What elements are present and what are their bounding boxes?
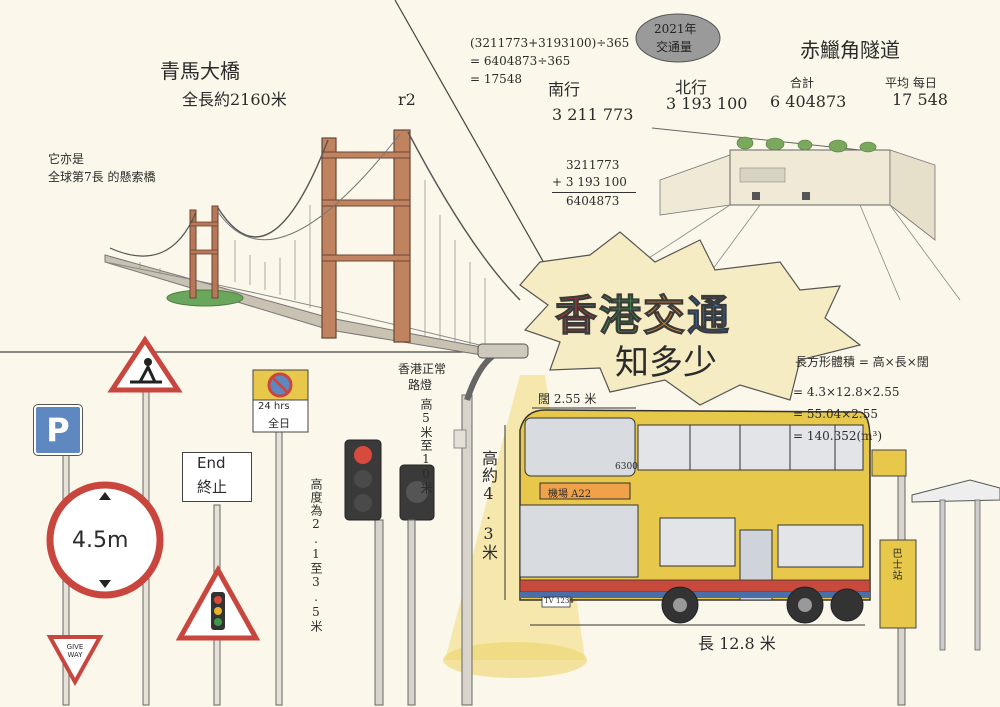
value-total: 6 404873 xyxy=(770,92,847,111)
year-badge-label: 交通量 xyxy=(656,40,693,54)
tunnel-name: 赤鱲角隧道 xyxy=(800,38,900,62)
calc-line-2: = 6404873÷365 xyxy=(470,54,571,68)
year-badge-bg xyxy=(635,13,721,63)
value-northbound: 3 193 100 xyxy=(666,94,748,113)
parking-sign: P xyxy=(33,404,83,456)
header-total: 合計 xyxy=(790,76,815,90)
bus-width-label: 闊 2.55 米 xyxy=(538,392,597,406)
bridge-scribble: r2 xyxy=(398,90,416,109)
value-southbound: 3 211 773 xyxy=(552,105,634,124)
tunnel-portal-drawing xyxy=(599,136,961,301)
bus-stop-label: 巴士站 xyxy=(890,548,901,581)
bus-height-label: 高約4.3米 xyxy=(479,450,498,561)
bus-destination: 機場 A22 xyxy=(548,489,592,500)
header-southbound: 南行 xyxy=(548,80,581,99)
bus-fleet-number: 6300 xyxy=(615,462,638,472)
volume-line-1: = 4.3×12.8×2.55 xyxy=(793,385,900,399)
page-title: 香港交通 xyxy=(554,282,732,343)
end-sign-line1: End xyxy=(197,454,226,472)
sum-line-1: 3211773 xyxy=(566,158,620,172)
bus-dimension-lines xyxy=(504,407,865,626)
men-at-work-sign xyxy=(107,335,183,393)
streetlight-label-line1: 香港正常 xyxy=(398,362,447,376)
header-daily-average: 平均 每日 xyxy=(885,76,937,90)
calc-line-1: (3211773+3193100)÷365 xyxy=(470,36,630,50)
divider-line-top xyxy=(394,0,549,271)
sum-result: 6404873 xyxy=(566,194,620,208)
height-limit-sign xyxy=(46,481,164,599)
hours-sign-line2: 全日 xyxy=(268,417,290,430)
traffic-signal-warning-sign xyxy=(175,564,261,641)
title-char-2: 港 xyxy=(599,291,644,341)
bus-plate: TV 1234 xyxy=(544,597,574,605)
give-way-sign xyxy=(46,635,104,687)
title-char-3: 交 xyxy=(643,291,688,341)
volume-line-3: = 140.352(m³) xyxy=(793,429,883,443)
sum-line-2: + 3 193 100 xyxy=(552,175,627,189)
header-northbound: 北行 xyxy=(675,78,708,97)
calc-line-3: = 17548 xyxy=(470,72,523,86)
volume-line-2: = 55.04×2.55 xyxy=(793,407,878,421)
double-decker-bus xyxy=(519,409,871,624)
year-badge-year: 2021年 xyxy=(654,22,697,36)
streetlight-label-line2: 路燈 xyxy=(408,378,433,392)
height-limit-text: 4.5m xyxy=(72,528,129,553)
no-stopping-sign xyxy=(252,369,309,433)
sum-rule xyxy=(552,192,636,193)
tsing-ma-bridge-drawing xyxy=(104,129,521,359)
bridge-fact-line2: 全球第7長 的懸索橋 xyxy=(48,170,156,184)
volume-formula: 長方形體積 = 高×長×闊 xyxy=(795,355,929,369)
traffic-light-height: 高度為2.1至3.5米 xyxy=(309,478,323,633)
hours-sign-line1: 24 hrs xyxy=(258,401,290,412)
title-char-4: 通 xyxy=(687,291,732,341)
streetlight-height: 高5米至10米 xyxy=(419,398,433,495)
bridge-length: 全長約2160米 xyxy=(182,90,287,109)
end-sign-line2: 終止 xyxy=(197,478,228,496)
bridge-fact-line1: 它亦是 xyxy=(48,152,85,166)
page-subtitle: 知多少 xyxy=(615,343,717,383)
bridge-name: 青馬大橋 xyxy=(160,59,240,83)
divider-line-right xyxy=(651,127,861,151)
title-char-1: 香 xyxy=(554,291,600,341)
value-daily-average: 17 548 xyxy=(892,90,948,109)
title-starburst xyxy=(519,231,862,406)
give-way-text: GIVE WAY xyxy=(66,643,84,659)
traffic-light-drawing xyxy=(344,439,435,706)
bus-length-label: 長 12.8 米 xyxy=(698,634,776,653)
end-sign-board xyxy=(182,452,252,502)
bus-stop-drawing xyxy=(871,449,1000,706)
